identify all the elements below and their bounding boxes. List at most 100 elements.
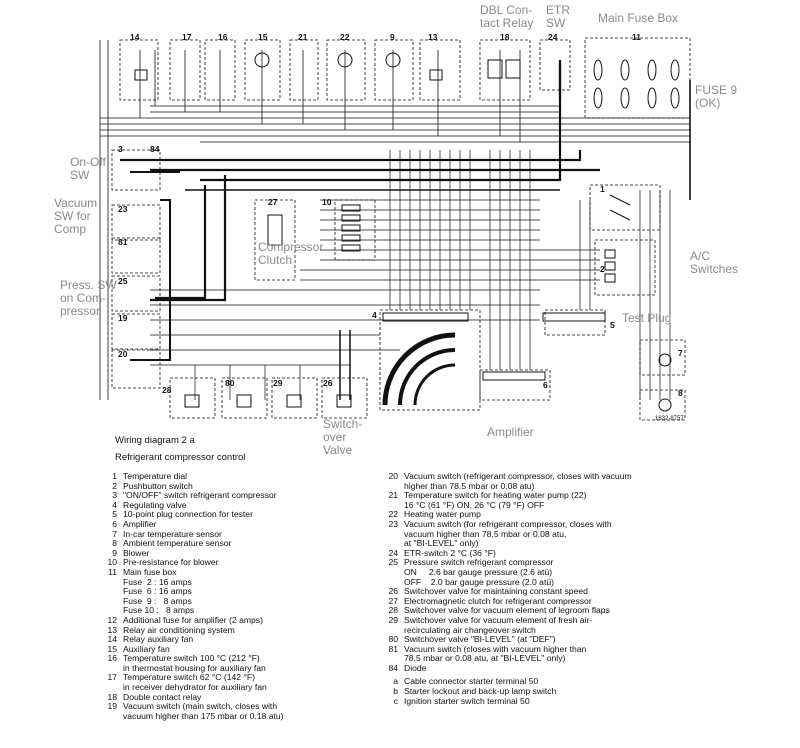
legend-item-key: b [393, 686, 398, 697]
label-switchover-valve: Switch- over Valve [323, 417, 363, 457]
legend-item-text: Switchover valve for vacuum element of l… [404, 605, 610, 616]
legend-item: 3"ON/OFF" switch refrigerant compressor [95, 491, 395, 501]
component-symbols [134, 52, 680, 412]
legend-item-text: Fuse 9 : 8 amps [123, 595, 192, 606]
component-number: 13 [428, 32, 438, 42]
legend-item: 25 Pressure switch refrigerant compressor… [376, 558, 781, 587]
legend-item-text: Vacuum switch (for refrigerant compresso… [404, 518, 612, 549]
legend-item-key [95, 587, 123, 597]
component-number: 26 [323, 378, 333, 388]
legend-item-text: Starter lockout and back-up lamp switch [404, 686, 557, 697]
legend-item-key: 12 [107, 614, 117, 625]
label-amplifier: Amplifier [487, 425, 534, 439]
legend-item-text: Vacuum switch (refrigerant compressor, c… [404, 471, 632, 491]
legend-item-text: Ambient temperature sensor [123, 538, 232, 549]
legend-item-text: Fuse 2 : 16 amps [123, 576, 192, 587]
component-number: 11 [632, 32, 641, 42]
legend-item: 80 Switchover valve "BI-LEVEL" (at "DEF") [376, 634, 781, 645]
wiring-diagram: 14 17 16 15 21 22 9 13 18 24 11 3 84 23 … [99, 32, 691, 421]
legend-item-key: 26 [388, 586, 398, 597]
component-number: 24 [548, 32, 558, 42]
legend-item-key: 18 [107, 691, 117, 702]
legend-item-text: Fuse 6 : 16 amps [123, 586, 192, 597]
legend-item-key: 28 [388, 605, 398, 616]
legend-item-text: Blower [123, 547, 150, 558]
legend-item: 7 In-car temperature sensor [95, 528, 395, 540]
legend-item-key: 24 [388, 547, 398, 558]
component-number: 23 [118, 204, 128, 214]
legend-subtitle: Refrigerant compressor control [115, 452, 246, 463]
component-number: 6 [543, 380, 548, 390]
component-number: 1 [600, 184, 605, 194]
legend-item-text: Pushbutton switch [123, 480, 193, 491]
legend-item-key: 25 [388, 557, 398, 568]
legend-item: Fuse 9 : 8 amps [95, 595, 395, 607]
component-number: 14 [130, 32, 140, 42]
component-number: 3 [118, 144, 123, 154]
legend-item-text: Temperature switch 62 °C (142 °F) in rec… [123, 672, 267, 693]
legend-item-text: In-car temperature sensor [123, 528, 222, 539]
label-fuse9: FUSE 9 (OK) [695, 83, 738, 110]
legend-item-text: Relay auxiliary fan [123, 634, 194, 645]
legend-item-key: 20 [388, 471, 398, 481]
legend-item-text: "ON/OFF" switch refrigerant compressor [123, 490, 277, 501]
legend-item-text: Diode [404, 662, 427, 673]
label-press-sw: Press. SW on Com- pressor [60, 278, 117, 318]
legend-item-key: 7 [112, 528, 117, 539]
legend-item-text: Fuse 10 : 8 amps [123, 605, 195, 616]
legend-item-text: Cable connector starter terminal 50 [404, 676, 539, 687]
legend-item: Fuse 2 : 16 amps [95, 576, 395, 588]
legend-item-text: Relay air conditioning system [123, 624, 235, 635]
component-numbers: 14 17 16 15 21 22 9 13 18 24 11 3 84 23 … [118, 32, 683, 398]
legend-item-key: 10 [107, 557, 117, 568]
component-number: 81 [118, 237, 128, 247]
label-etr-sw: ETR SW [546, 3, 570, 30]
component-number: 15 [258, 32, 268, 42]
legend-item: Fuse 10 : 8 amps [95, 606, 395, 616]
legend-item-text: Switchover valve "BI-LEVEL" (at "DEF") [404, 634, 556, 645]
legend-item-text: Heating water pump [404, 509, 481, 520]
legend-item-key: 23 [388, 518, 398, 529]
component-number: 9 [390, 32, 395, 42]
legend-item-text: ETR-switch 2 °C (36 °F) [404, 547, 496, 558]
label-test-plug: Test Plug [622, 311, 672, 325]
legend-item-key: 15 [107, 643, 117, 654]
component-number: 8 [678, 388, 683, 398]
legend-item-key: 19 [107, 701, 117, 712]
legend-item: a Cable connector starter terminal 50 [376, 677, 781, 687]
legend-item: Fuse 6 : 16 amps [95, 587, 395, 597]
component-number: 22 [340, 32, 350, 42]
legend-item: 23 Vacuum switch (for refrigerant compres… [376, 518, 781, 549]
legend-item-text: Auxiliary fan [123, 643, 170, 654]
component-number: 20 [118, 349, 128, 359]
legend-title: Wiring diagram 2 a [115, 435, 195, 446]
legend-item-text: Pressure switch refrigerant compressor O… [404, 557, 554, 587]
component-number: 18 [500, 32, 510, 42]
component-number: 21 [298, 32, 308, 42]
legend-item-key [95, 578, 123, 588]
legend-item-key: 27 [388, 595, 398, 606]
legend-item-key: 9 [112, 547, 117, 558]
legend-item-text: Ignition starter switch terminal 50 [404, 695, 530, 706]
legend-item-key: 80 [388, 634, 398, 645]
legend-item-key: a [393, 676, 398, 687]
